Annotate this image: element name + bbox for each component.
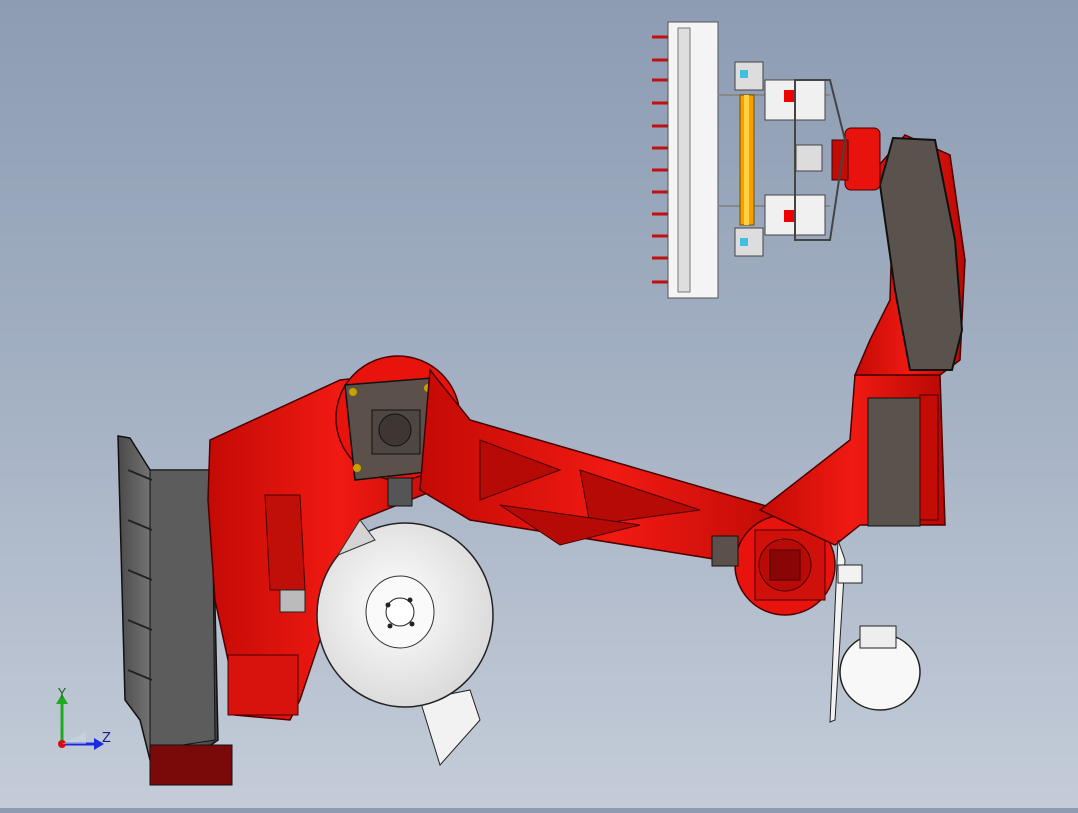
- white-reel-disc[interactable]: [316, 519, 494, 766]
- triad-y-label: Y: [58, 687, 66, 702]
- triad-z-label: Z: [102, 731, 111, 746]
- triad-plane: [62, 732, 86, 744]
- gripper-tool[interactable]: [652, 21, 847, 299]
- wrist-link[interactable]: [853, 134, 966, 376]
- upper-arm-link[interactable]: [419, 368, 811, 581]
- robot-base[interactable]: [117, 435, 233, 786]
- elbow-joint[interactable]: [711, 514, 836, 616]
- mount-bracket[interactable]: [829, 539, 921, 723]
- forearm-housing[interactable]: [758, 374, 946, 546]
- triad-y-arrow: [56, 694, 68, 704]
- axis-triad[interactable]: [56, 694, 104, 750]
- triad-z-arrow: [94, 738, 104, 750]
- gripper-pins: [652, 35, 668, 284]
